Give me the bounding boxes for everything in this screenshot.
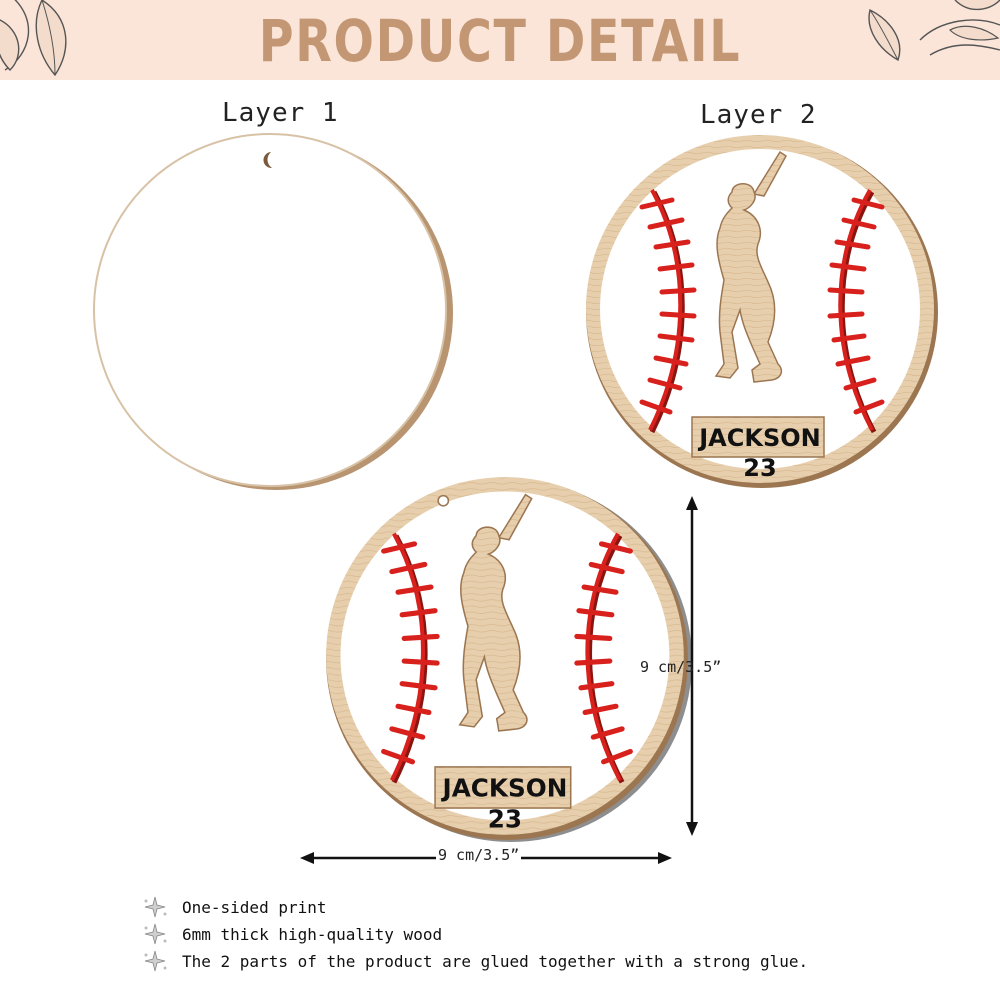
player-name: JACKSON bbox=[441, 774, 568, 803]
feature-item: One-sided print bbox=[138, 895, 327, 919]
leaf-decoration-left-icon bbox=[0, 0, 67, 77]
height-dimension-arrow bbox=[686, 496, 698, 836]
right-stitching bbox=[827, 189, 885, 434]
name-plate bbox=[434, 766, 572, 809]
feature-item: The 2 parts of the product are glued tog… bbox=[138, 949, 808, 973]
hanging-hole-icon bbox=[263, 152, 272, 169]
player-name: JACKSON bbox=[697, 424, 821, 452]
layer-1-label: Layer 1 bbox=[222, 98, 339, 128]
height-dimension-label: 9 cm/3.5” bbox=[640, 658, 722, 676]
feature-text: The 2 parts of the product are glued tog… bbox=[182, 951, 809, 971]
batter-silhouette-icon bbox=[458, 493, 533, 732]
feature-item: 6mm thick high-quality wood bbox=[138, 922, 442, 946]
leaf-decoration-right-icon bbox=[868, 0, 1000, 62]
sparkle-icon bbox=[144, 923, 167, 945]
feature-text: One-sided print bbox=[182, 897, 327, 917]
layer-2-label: Layer 2 bbox=[700, 100, 817, 130]
header-banner: PRODUCT DETAIL bbox=[0, 0, 1000, 80]
sparkle-icon bbox=[144, 950, 167, 972]
batter-silhouette-icon bbox=[714, 150, 787, 383]
layer-1-disc bbox=[93, 133, 453, 490]
left-stitching bbox=[639, 189, 697, 434]
player-number: 23 bbox=[743, 454, 776, 482]
hanging-hole-icon bbox=[437, 494, 450, 507]
width-dimension-label: 9 cm/3.5” bbox=[436, 846, 522, 864]
sparkle-icon bbox=[144, 896, 167, 918]
assembled-ornament: JACKSON 23 bbox=[326, 477, 692, 842]
name-plate bbox=[691, 416, 825, 458]
feature-text: 6mm thick high-quality wood bbox=[182, 924, 443, 944]
layer-2-ornament: JACKSON 23 bbox=[586, 135, 938, 488]
player-number: 23 bbox=[488, 805, 522, 834]
page-title: PRODUCT DETAIL bbox=[258, 7, 742, 75]
